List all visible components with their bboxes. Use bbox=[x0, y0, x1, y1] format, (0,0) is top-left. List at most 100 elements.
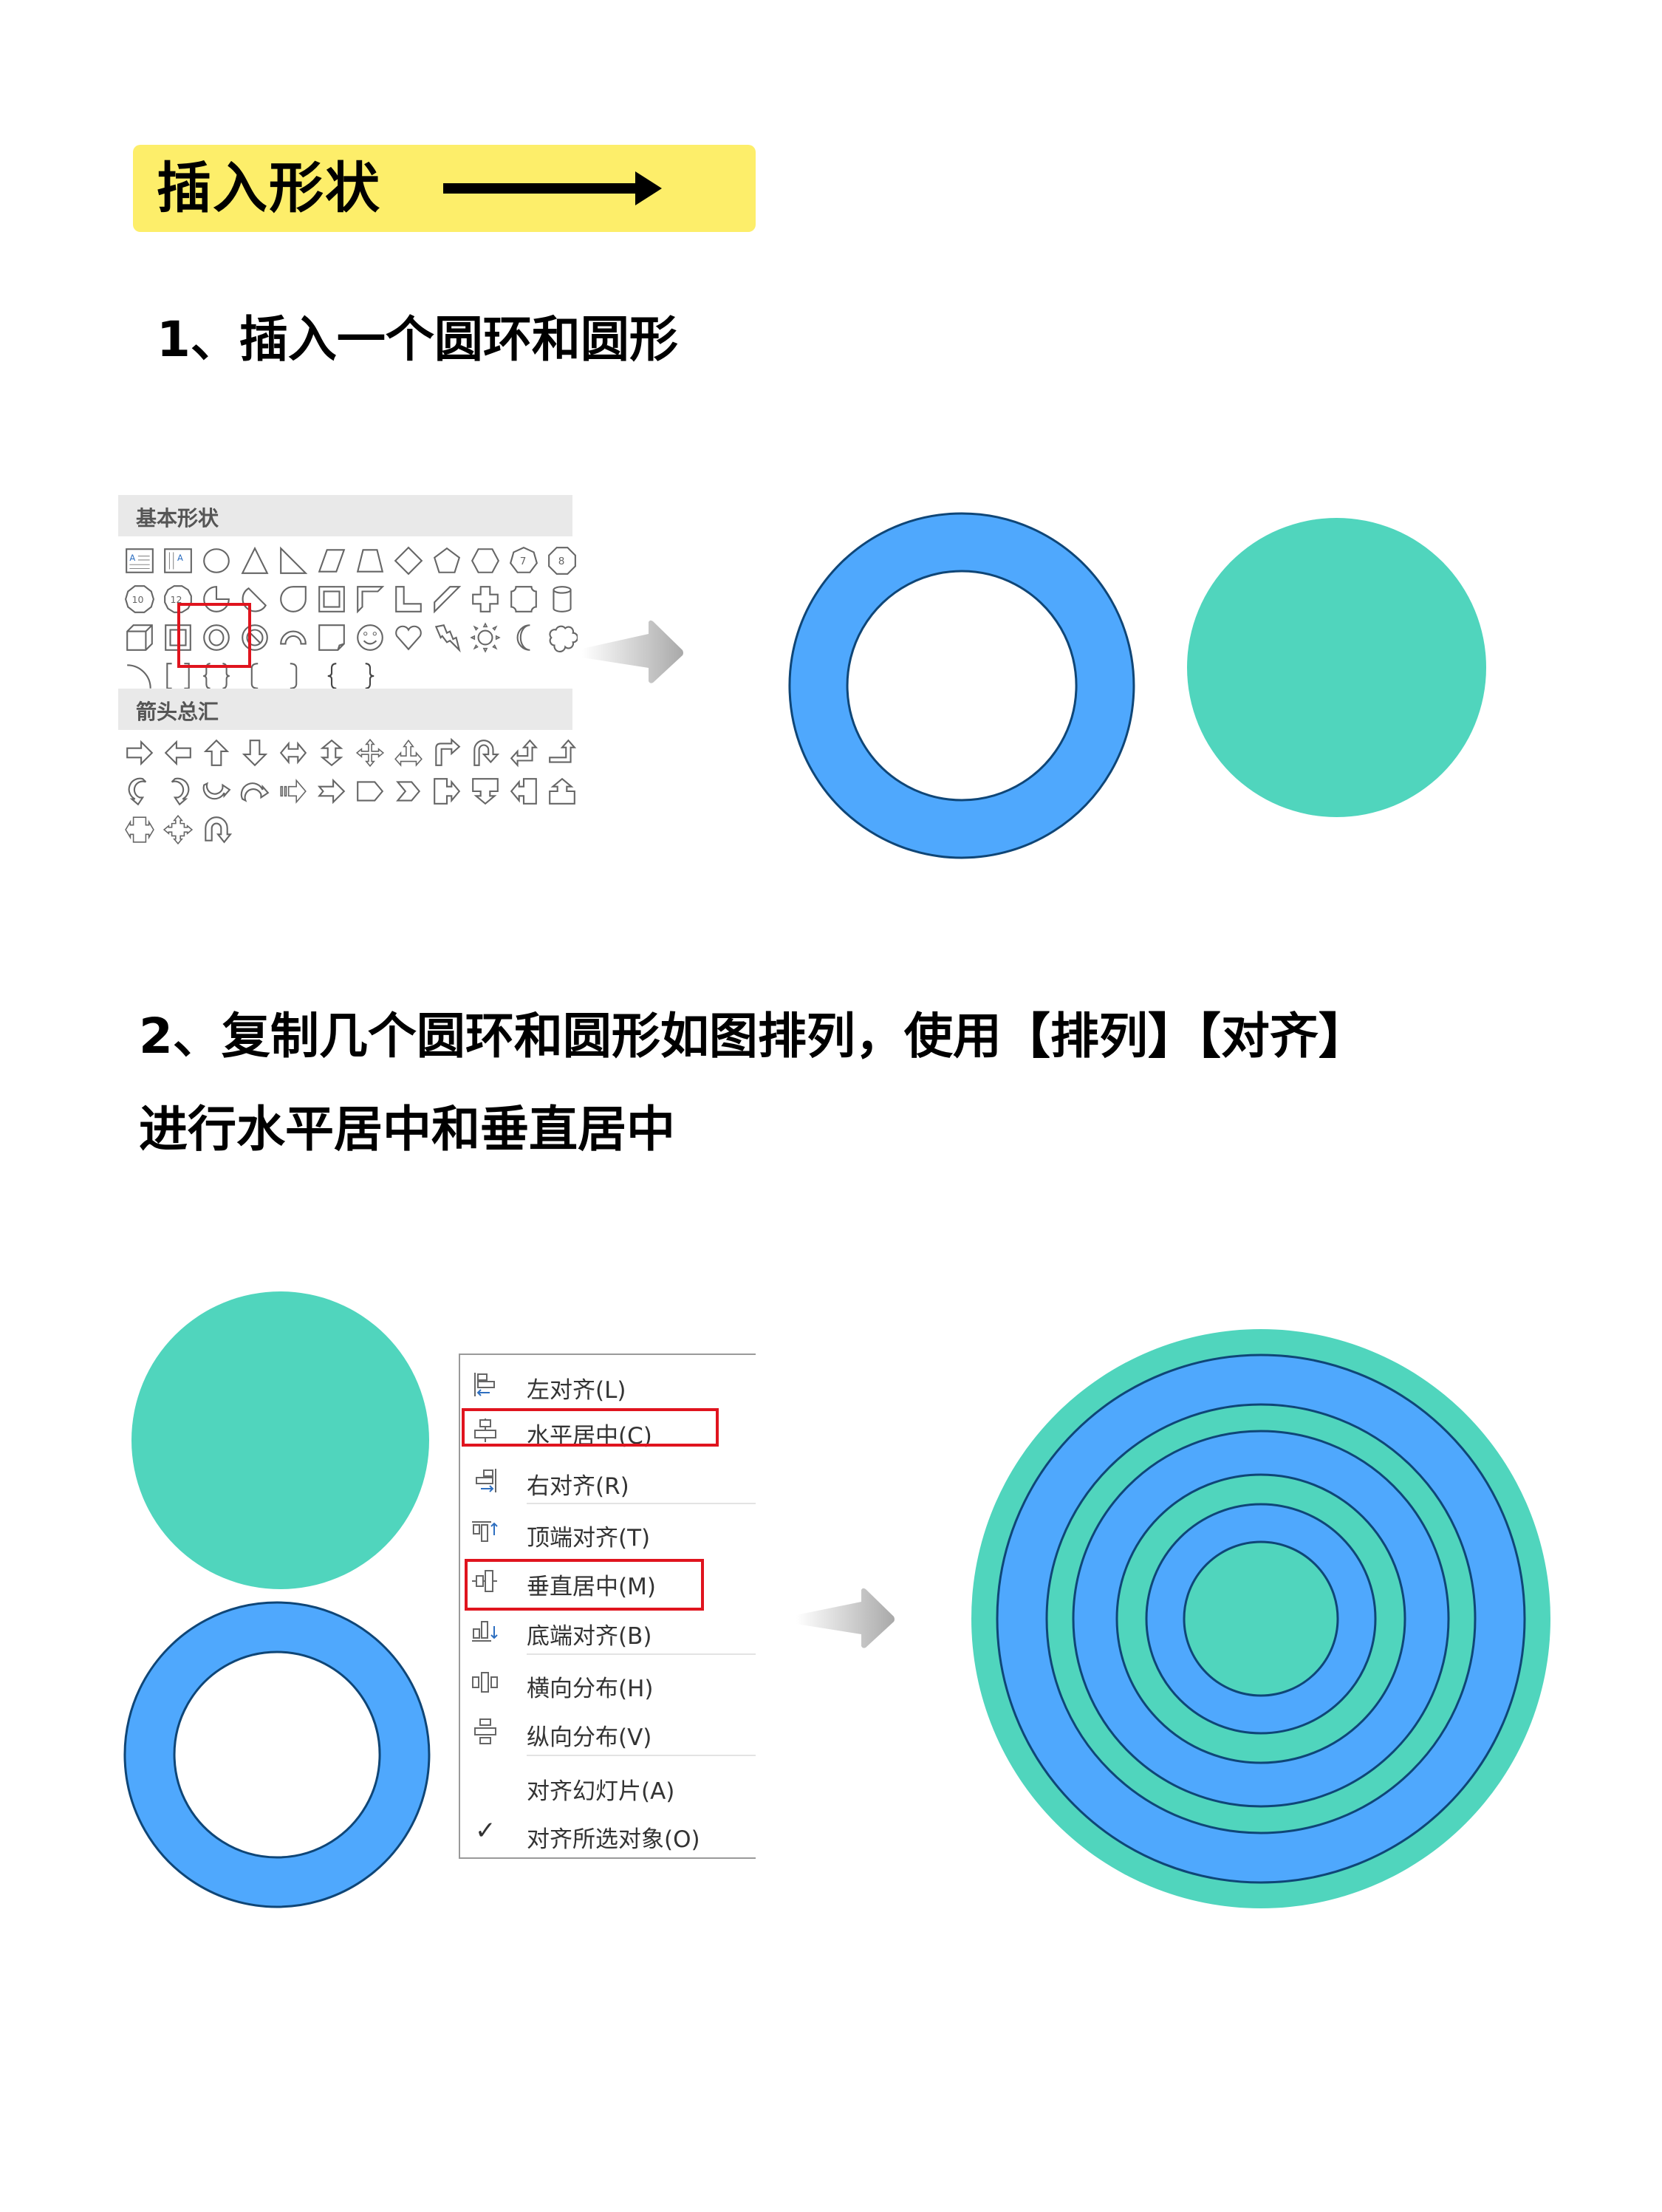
circular-arrow-shape-icon[interactable] bbox=[199, 813, 233, 847]
smiley-face-shape-icon[interactable] bbox=[353, 621, 387, 655]
up-arrow-shape-icon[interactable] bbox=[199, 736, 233, 770]
circle-shape[interactable] bbox=[1187, 518, 1486, 817]
donut-shape[interactable] bbox=[123, 1600, 431, 1909]
menu-item-align-left[interactable]: 左对齐(L) bbox=[460, 1362, 756, 1407]
checkmark-icon: ✓ bbox=[475, 1816, 496, 1846]
diagonal-stripe-shape-icon[interactable] bbox=[430, 582, 464, 616]
align-top-icon bbox=[472, 1521, 498, 1542]
curved-down-arrow-shape-icon[interactable] bbox=[238, 774, 272, 808]
l-shape-icon[interactable] bbox=[391, 582, 425, 616]
distribute-horizontally-icon bbox=[472, 1672, 498, 1693]
left-right-up-arrow-shape-icon[interactable] bbox=[391, 736, 425, 770]
concentric-rings-result[interactable] bbox=[969, 1327, 1553, 1911]
heart-shape-icon[interactable] bbox=[391, 621, 425, 655]
menu-item-label: 对齐幻灯片(A) bbox=[527, 1778, 675, 1805]
right-triangle-shape-icon[interactable] bbox=[276, 544, 310, 578]
oval-shape-icon[interactable] bbox=[199, 544, 233, 578]
bent-arrow-shape-icon[interactable] bbox=[430, 736, 464, 770]
dodecagon-shape-icon[interactable]: 12 bbox=[161, 582, 195, 616]
up-down-arrow-shape-icon[interactable] bbox=[315, 736, 349, 770]
arc-shape-icon[interactable] bbox=[123, 659, 157, 693]
left-arrow-shape-icon[interactable] bbox=[161, 736, 195, 770]
align-right-icon bbox=[476, 1469, 496, 1492]
left-brace-shape-icon[interactable] bbox=[315, 659, 349, 693]
teardrop-shape-icon[interactable] bbox=[276, 582, 310, 616]
right-brace-shape-icon[interactable] bbox=[353, 659, 387, 693]
decagon-shape-icon[interactable]: 10 bbox=[123, 582, 157, 616]
hexagon-shape-icon[interactable] bbox=[468, 544, 502, 578]
menu-item-align-to-slide[interactable]: 对齐幻灯片(A) bbox=[460, 1764, 756, 1808]
trapezoid-shape-icon[interactable] bbox=[353, 544, 387, 578]
chord-shape-icon[interactable] bbox=[238, 582, 272, 616]
curved-up-arrow-shape-icon[interactable] bbox=[199, 774, 233, 808]
menu-item-distribute-vertically[interactable]: 纵向分布(V) bbox=[460, 1710, 756, 1754]
up-arrow-callout-shape-icon[interactable] bbox=[545, 774, 579, 808]
menu-item-align-right[interactable]: 右对齐(R) bbox=[460, 1458, 756, 1503]
cross-shape-icon[interactable] bbox=[468, 582, 502, 616]
bent-up-arrow-shape-icon[interactable] bbox=[545, 736, 579, 770]
menu-item-align-bottom[interactable]: 底端对齐(B) bbox=[460, 1608, 756, 1653]
donut-shape[interactable] bbox=[786, 510, 1138, 861]
menu-item-label: 右对齐(R) bbox=[527, 1473, 629, 1500]
menu-item-label: 纵向分布(V) bbox=[527, 1724, 652, 1751]
menu-item-align-selected-objects[interactable]: ✓ 对齐所选对象(O) bbox=[460, 1812, 756, 1856]
right-arrow-shape-icon[interactable] bbox=[123, 736, 157, 770]
diamond-shape-icon[interactable] bbox=[391, 544, 425, 578]
menu-item-label: 底端对齐(B) bbox=[527, 1623, 652, 1650]
cloud-shape-icon[interactable] bbox=[545, 621, 579, 655]
left-arrow-callout-shape-icon[interactable] bbox=[507, 774, 541, 808]
donut-shape-icon[interactable] bbox=[199, 621, 233, 655]
down-arrow-callout-shape-icon[interactable] bbox=[468, 774, 502, 808]
octagon-shape-icon[interactable]: 8 bbox=[545, 544, 579, 578]
no-symbol-shape-icon[interactable] bbox=[238, 621, 272, 655]
circle-shape[interactable] bbox=[131, 1291, 429, 1589]
menu-item-align-top[interactable]: 顶端对齐(T) bbox=[460, 1510, 756, 1554]
sun-shape-icon[interactable] bbox=[468, 621, 502, 655]
striped-right-arrow-shape-icon[interactable] bbox=[276, 774, 310, 808]
align-bottom-icon bbox=[472, 1621, 498, 1642]
quad-arrow-shape-icon[interactable] bbox=[353, 736, 387, 770]
left-up-arrow-shape-icon[interactable] bbox=[507, 736, 541, 770]
pentagon-arrow-shape-icon[interactable] bbox=[353, 774, 387, 808]
menu-separator bbox=[527, 1755, 756, 1756]
align-center-icon bbox=[474, 1419, 496, 1442]
text-box-shape-icon[interactable]: A bbox=[123, 544, 157, 578]
chevron-shape-icon[interactable] bbox=[391, 774, 425, 808]
half-frame-shape-icon[interactable] bbox=[353, 582, 387, 616]
curved-right-arrow-shape-icon[interactable] bbox=[123, 774, 157, 808]
folded-corner-shape-icon[interactable] bbox=[315, 621, 349, 655]
right-arrow-icon bbox=[443, 183, 643, 194]
distribute-vertically-icon bbox=[474, 1718, 496, 1744]
moon-shape-icon[interactable] bbox=[507, 621, 541, 655]
lightning-bolt-shape-icon[interactable] bbox=[430, 621, 464, 655]
right-bracket-shape-icon[interactable] bbox=[276, 659, 310, 693]
pentagon-shape-icon[interactable] bbox=[430, 544, 464, 578]
right-arrow-callout-shape-icon[interactable] bbox=[430, 774, 464, 808]
triangle-shape-icon[interactable] bbox=[238, 544, 272, 578]
cube-shape-icon[interactable] bbox=[123, 621, 157, 655]
menu-item-align-middle[interactable]: 垂直居中(M) bbox=[460, 1559, 756, 1603]
step2-heading-line1: 2、复制几个圆环和圆形如图排列，使用【排列】【对齐】 bbox=[139, 1008, 1367, 1065]
menu-item-align-center[interactable]: 水平居中(C) bbox=[460, 1408, 756, 1453]
left-right-arrow-shape-icon[interactable] bbox=[276, 736, 310, 770]
block-arc-shape-icon[interactable] bbox=[276, 621, 310, 655]
can-shape-icon[interactable] bbox=[545, 582, 579, 616]
heptagon-shape-icon[interactable]: 7 bbox=[507, 544, 541, 578]
down-arrow-shape-icon[interactable] bbox=[238, 736, 272, 770]
shapes-gallery: 基本形状 A A 7 8 10 12 bbox=[118, 495, 578, 850]
notched-right-arrow-shape-icon[interactable] bbox=[315, 774, 349, 808]
align-context-menu: 左对齐(L) 水平居中(C) 右对齐(R) 顶端对齐(T) 垂直居中(M) 底端… bbox=[459, 1354, 756, 1859]
quad-arrow-callout-shape-icon[interactable] bbox=[161, 813, 195, 847]
left-right-arrow-callout-shape-icon[interactable] bbox=[123, 813, 157, 847]
vertical-text-box-shape-icon[interactable]: A bbox=[161, 544, 195, 578]
frame-shape-icon[interactable] bbox=[315, 582, 349, 616]
double-bracket-shape-icon[interactable] bbox=[161, 659, 195, 693]
menu-separator bbox=[527, 1503, 756, 1504]
curved-left-arrow-shape-icon[interactable] bbox=[161, 774, 195, 808]
right-arrow-head-icon bbox=[635, 171, 662, 205]
menu-item-distribute-horizontally[interactable]: 横向分布(H) bbox=[460, 1661, 756, 1705]
plaque-shape-icon[interactable] bbox=[507, 582, 541, 616]
u-turn-arrow-shape-icon[interactable] bbox=[468, 736, 502, 770]
parallelogram-shape-icon[interactable] bbox=[315, 544, 349, 578]
left-bracket-shape-icon[interactable] bbox=[238, 659, 272, 693]
